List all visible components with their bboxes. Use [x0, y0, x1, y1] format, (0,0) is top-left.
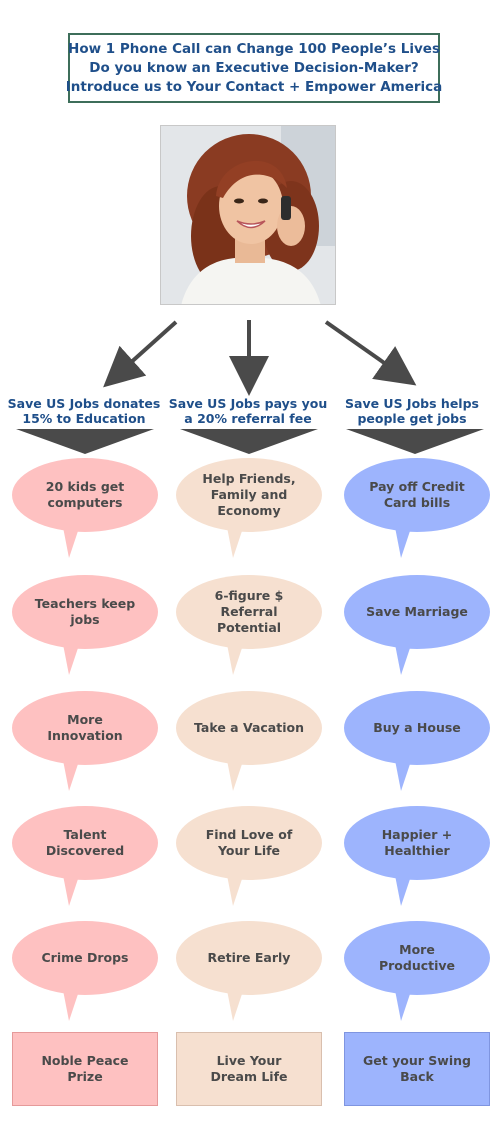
column-3-bubble-5-tail: [394, 985, 413, 1021]
column-1-bubble-2: Teachers keep jobs: [12, 575, 158, 649]
column-2-bubble-5-tail: [226, 985, 245, 1021]
column-2-bubble-1-tail: [226, 522, 245, 558]
headline-line-2: Do you know an Executive Decision-Maker?: [89, 59, 419, 76]
column-2-bubble-4: Find Love of Your Life: [176, 806, 322, 880]
woman-on-phone-photo: [160, 125, 336, 305]
column-2-title: Save US Jobs pays you a 20% referral fee: [168, 396, 328, 426]
column-3-bubble-2-tail: [394, 639, 413, 675]
column-1-bubble-4-tail: [62, 870, 81, 906]
column-3-bubble-2: Save Marriage: [344, 575, 490, 649]
column-1-bubble-1: 20 kids get computers: [12, 458, 158, 532]
column-3-bubble-4-tail: [394, 870, 413, 906]
column-3-pointer: [346, 429, 484, 454]
column-2-pointer: [180, 429, 318, 454]
column-3-bubble-3: Buy a House: [344, 691, 490, 765]
flow-arrows: [103, 320, 417, 396]
column-1-end-box: Noble Peace Prize: [12, 1032, 158, 1106]
arrow-left: [103, 320, 178, 388]
column-1-pointer: [16, 429, 154, 454]
column-3-bubble-1: Pay off Credit Card bills: [344, 458, 490, 532]
column-2-bubble-3: Take a Vacation: [176, 691, 322, 765]
column-3-title: Save US Jobs helps people get jobs: [345, 396, 479, 426]
column-1-bubble-5-tail: [62, 985, 81, 1021]
column-1-bubble-4: Talent Discovered: [12, 806, 158, 880]
column-1-bubble-1-tail: [62, 522, 81, 558]
column-3-bubble-5: More Productive: [344, 921, 490, 995]
column-1-bubble-5: Crime Drops: [12, 921, 158, 995]
column-1-bubble-2-tail: [62, 639, 81, 675]
column-2-bubble-2: 6-figure $ Referral Potential: [176, 575, 322, 649]
column-1-bubble-3-tail: [62, 755, 81, 791]
column-3-bubble-1-tail: [394, 522, 413, 558]
column-2-bubble-5: Retire Early: [176, 921, 322, 995]
photo-illustration: [161, 126, 335, 304]
column-1-title: Save US Jobs donates 15% to Education: [7, 396, 161, 426]
column-1-bubble-3: More Innovation: [12, 691, 158, 765]
column-2-bubble-1: Help Friends, Family and Economy: [176, 458, 322, 532]
column-2-bubble-2-tail: [226, 639, 245, 675]
headline-line-3: Introduce us to Your Contact + Empower A…: [65, 78, 443, 95]
column-2-bubble-4-tail: [226, 870, 245, 906]
column-3-end-box: Get your Swing Back: [344, 1032, 490, 1106]
column-3-bubble-3-tail: [394, 755, 413, 791]
headline-box: How 1 Phone Call can Change 100 People’s…: [65, 33, 443, 103]
column-3-bubble-4: Happier + Healthier: [344, 806, 490, 880]
headline-line-1: How 1 Phone Call can Change 100 People’s…: [68, 40, 440, 57]
arrow-right: [324, 320, 417, 386]
column-2-bubble-3-tail: [226, 755, 245, 791]
column-2-end-box: Live Your Dream Life: [176, 1032, 322, 1106]
